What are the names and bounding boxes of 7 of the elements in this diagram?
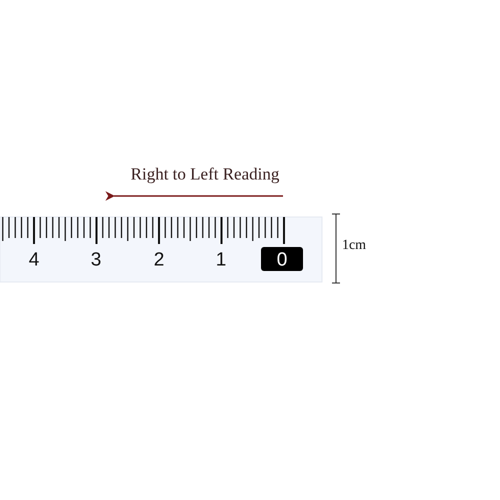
dimension-label: 1cm [342, 239, 366, 253]
reading-direction-note: Right to Left Reading [130, 166, 280, 182]
scale-number: 2 [154, 250, 164, 270]
scale-number: 3 [90, 250, 102, 270]
scale-number: 1 [216, 250, 226, 270]
scale-number: 4 [28, 250, 40, 270]
scale-number: 0 [276, 250, 288, 270]
